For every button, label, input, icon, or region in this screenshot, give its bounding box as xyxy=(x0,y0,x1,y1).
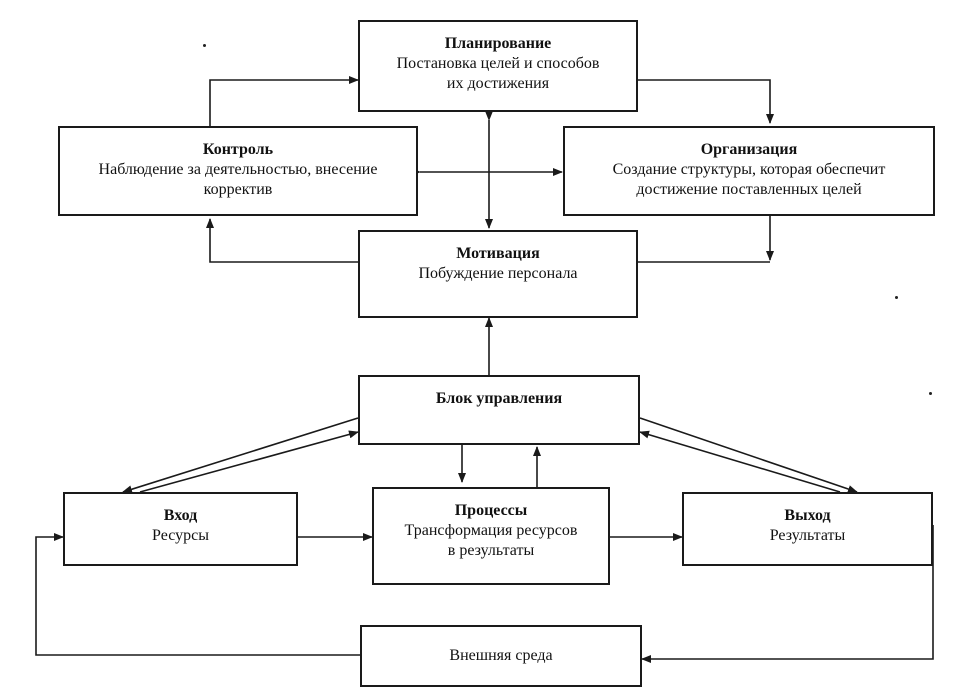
organization-description-line2: достижение поставленных целей xyxy=(636,181,862,198)
arrow-control-to-planning xyxy=(209,76,359,126)
scan-speck xyxy=(895,296,898,299)
organization-title: Организация xyxy=(700,141,798,158)
environment-box: Внешняя среда xyxy=(360,625,642,687)
input-box: Вход Ресурсы xyxy=(63,492,298,566)
input-description: Ресурсы xyxy=(152,527,209,544)
arrow-input-to-management xyxy=(139,430,359,493)
input-title: Вход xyxy=(163,507,198,524)
planning-box: Планирование Постановка целей и способов… xyxy=(358,20,638,112)
environment-label: Внешняя среда xyxy=(449,647,553,664)
planning-title: Планирование xyxy=(444,35,552,52)
control-box: Контроль Наблюдение за деятельностью, вн… xyxy=(58,126,418,216)
processes-description-line1: Трансформация ресурсов xyxy=(404,522,578,539)
motivation-box: Мотивация Побуждение персонала xyxy=(358,230,638,318)
organization-description-line1: Создание структуры, которая обеспечит xyxy=(612,161,886,178)
output-title: Выход xyxy=(784,507,831,524)
planning-description-line2: их достижения xyxy=(446,75,550,92)
control-title: Контроль xyxy=(202,141,274,158)
scan-speck xyxy=(929,392,932,395)
motivation-title: Мотивация xyxy=(456,245,540,262)
processes-description-line2: в результаты xyxy=(447,542,535,559)
output-box: Выход Результаты xyxy=(682,492,933,566)
output-description: Результаты xyxy=(769,527,846,544)
arrow-planning-to-organization xyxy=(638,79,774,124)
arrow-output-to-management xyxy=(639,430,841,493)
processes-box: Процессы Трансформация ресурсов в резуль… xyxy=(372,487,610,585)
arrow-management-to-input xyxy=(122,417,359,494)
management-block-title: Блок управления xyxy=(435,390,563,407)
arrow-management-to-output xyxy=(639,417,858,493)
processes-title: Процессы xyxy=(454,502,528,519)
planning-description-line1: Постановка целей и способов xyxy=(396,55,600,72)
arrow-motivation-to-control xyxy=(206,218,358,263)
control-description-line2: корректив xyxy=(203,181,273,198)
management-block-box: Блок управления xyxy=(358,375,640,445)
control-description-line1: Наблюдение за деятельностью, внесение xyxy=(98,161,378,178)
organization-box: Организация Создание структуры, которая … xyxy=(563,126,935,216)
arrow-output-to-environment xyxy=(641,525,934,663)
motivation-description: Побуждение персонала xyxy=(418,265,578,282)
scan-speck xyxy=(203,44,206,47)
arrow-environment-to-input xyxy=(35,533,360,656)
